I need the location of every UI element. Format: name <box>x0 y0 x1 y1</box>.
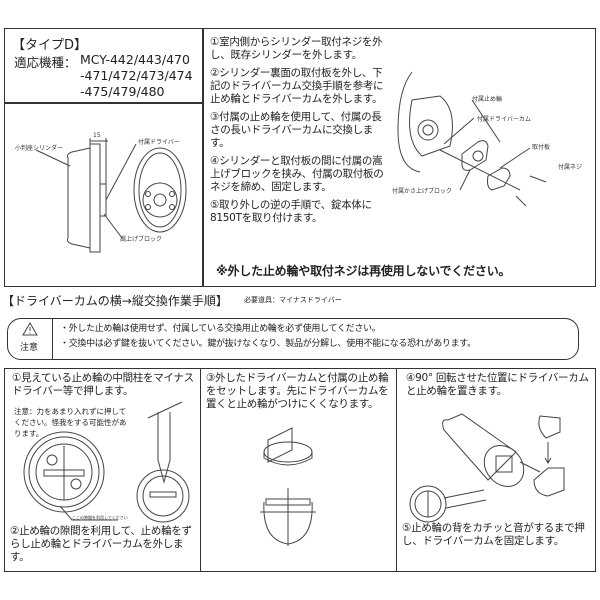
reuse-warning: ※外した止め輪や取付ネジは再使用しないでください。 <box>216 264 511 278</box>
procedure-title: 【ドライバーカムの横→縦交換作業手順】 <box>2 294 228 308</box>
label-ring: 付属止め輪 <box>472 96 503 103</box>
type-title: 【タイプD】 <box>12 38 88 53</box>
caution-box <box>7 318 579 360</box>
panel-1-note: 注意：力をあまり入れずに押してください。怪我をする可能性があります。 <box>14 407 127 438</box>
panel-3-step-4: ④90° 回転させた位置にドライバーカムと止め輪を置きます。 <box>406 372 589 397</box>
label-block2: 付属かさ上げブロック <box>392 188 453 195</box>
step-1: ①室内側からシリンダー取付ネジを外し、既存シリンダーを外します。 <box>210 36 383 61</box>
model-line: -471/472/473/474 <box>80 68 193 83</box>
panel-1-step-1: ①見えている止め輪の中間柱をマイナスドライバー等で押します。 <box>12 372 194 397</box>
panel-divider <box>200 368 201 572</box>
caution-line: ・外した止め輪は使用せず、付属している交換用止め輪を必ず使用してください。 <box>60 324 381 334</box>
column-divider <box>202 28 204 287</box>
caution-label: 注意 <box>20 343 39 353</box>
model-line: -475/479/480 <box>80 84 165 99</box>
panel-divider <box>396 368 397 572</box>
required-tool: 必要道具：マイナスドライバー <box>244 296 342 304</box>
caution-divider <box>52 318 53 360</box>
step-2: ②シリンダー裏面の取付板を外し、下記のドライバーカム交換手順を参考に止め輪とドラ… <box>210 67 384 105</box>
warning-triangle-icon <box>22 322 38 336</box>
step-3: ③付属の止め輪を使用して、付属の長さの長いドライバーカムに交換します。 <box>210 111 382 149</box>
caution-lines: ・外した止め輪は使用せず、付属している交換用止め輪を必ず使用してください。 ・交… <box>60 322 476 352</box>
step-4: ④シリンダーと取付板の間に付属の嵩上げブロックを挟み、付属の取付板のネジを締め、… <box>210 155 384 193</box>
label-dimension: 15 <box>93 132 101 139</box>
models-label: 適応機種： <box>14 55 77 70</box>
driver-cam-diagram <box>260 427 316 546</box>
panel-1-step-2: ②止め輪の隙間を利用して、止め輪をずらし止め輪とドライバーカムを外します。 <box>10 525 192 563</box>
cylinder-side-diagram <box>35 138 187 253</box>
models-list: MCY-442/443/470 -471/472/473/474 -475/47… <box>80 52 193 100</box>
panel-3-step-5: ⑤止め輪の背をカチッと音がするまで押し、ドライバーカムを固定します。 <box>402 522 585 547</box>
type-d-box <box>4 28 596 287</box>
steps-list: ①室内側からシリンダー取付ネジを外し、既存シリンダーを外します。 ②シリンダー裏… <box>210 36 388 230</box>
caution-line: ・交換中は必ず鍵を抜いてください。鍵が抜けなくなり、製品が分解し、使用不能になる… <box>60 339 476 349</box>
stop-ring-diagram <box>23 401 190 523</box>
label-cam: 付属ドライバーカム <box>477 116 531 123</box>
exploded-diagram <box>397 71 547 207</box>
panel-2-step-3: ③外したドライバーカムと付属の止め輪をセットします。先にドライバーカムを置くと止… <box>206 372 389 410</box>
label-cylinder: 小判座シリンダー <box>15 145 64 152</box>
model-line: MCY-442/443/470 <box>80 52 190 67</box>
label-plate: 取付板 <box>532 144 551 151</box>
label-driver: 付属ドライバー <box>138 139 180 146</box>
label-block: 嵩上げブロック <box>120 236 163 243</box>
row-divider <box>4 102 203 104</box>
cylinder-rotation-diagram <box>409 413 565 523</box>
panels-box <box>4 368 596 572</box>
label-screw: 付属ネジ <box>558 164 583 171</box>
gap-label: ここの隙間を利用してください <box>72 515 128 520</box>
step-5: ⑤取り外しの逆の手順で、錠本体に8150Tを取り付けます。 <box>210 199 372 224</box>
